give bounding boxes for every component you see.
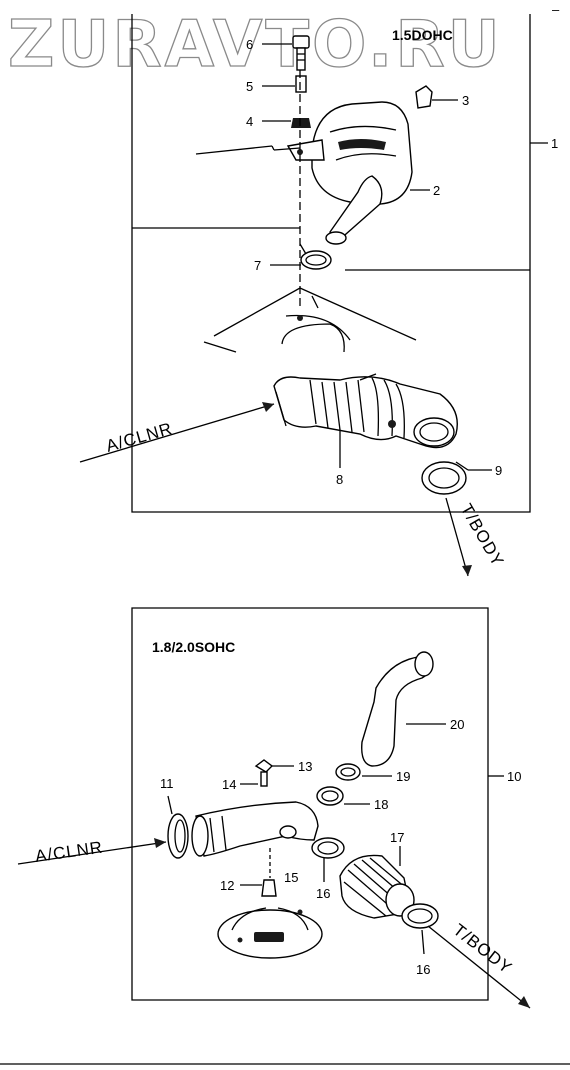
- hose-clamp-icon: [311, 837, 345, 859]
- callout-2: 2: [433, 183, 440, 198]
- callout-13: 13: [298, 759, 312, 774]
- callout-10: 10: [507, 769, 521, 784]
- lower-frame: [131, 607, 489, 1001]
- callout-16-b: 16: [416, 962, 430, 977]
- label-air-cleaner-upper: A/CLNR: [104, 419, 175, 456]
- callout-5: 5: [246, 79, 253, 94]
- callout-15: 15: [284, 870, 298, 885]
- bolt-icon: [261, 848, 277, 897]
- callout-14: 14: [222, 777, 236, 792]
- upper-frame: [131, 14, 531, 513]
- hose-clamp-icon: [316, 786, 344, 806]
- upper-title: 1.5DOHC: [392, 27, 453, 43]
- callout-18: 18: [374, 797, 388, 812]
- clip-icon: [415, 85, 433, 109]
- upper-hose-icon: [361, 651, 434, 767]
- label-throttle-body-upper: T/BODY: [457, 501, 508, 571]
- arrow-throttle-body-upper: [445, 497, 469, 577]
- seal-ring-icon: [167, 813, 189, 859]
- watermark-logo: ZURAVTO.RU: [8, 8, 503, 82]
- callout-19: 19: [396, 769, 410, 784]
- callout-8: 8: [336, 472, 343, 487]
- callout-6: 6: [246, 37, 253, 52]
- arrow-air-cleaner-lower: [17, 841, 167, 865]
- resonator-icon: [286, 101, 413, 245]
- upper-assembly-group: 1.5DOHC 1 6 5 4 3: [79, 14, 558, 577]
- intake-duct-icon: [191, 801, 319, 857]
- lower-title: 1.8/2.0SOHC: [152, 639, 235, 655]
- callout-11: 11: [160, 776, 174, 791]
- bellows-hose-icon: [339, 854, 415, 919]
- air-intake-hose-icon: [273, 373, 458, 449]
- callout-17: 17: [390, 830, 404, 845]
- callout-12: 12: [220, 878, 234, 893]
- upper-divider: [132, 227, 530, 271]
- corner-mark: –: [552, 2, 560, 17]
- label-air-cleaner-lower: A/CLNR: [34, 838, 104, 866]
- base-plate-icon: [217, 907, 323, 959]
- collar-icon: [295, 75, 307, 93]
- grommet-icon: [291, 118, 311, 128]
- callout-16-a: 16: [316, 886, 330, 901]
- hose-clamp-icon: [299, 243, 332, 270]
- arrow-air-cleaner-upper: [79, 403, 275, 463]
- callout-1: 1: [551, 136, 558, 151]
- callout-20: 20: [450, 717, 464, 732]
- arrow-throttle-body-lower: [427, 925, 531, 1009]
- throttle-body-plate-icon: [203, 287, 417, 353]
- callout-4: 4: [246, 114, 253, 129]
- bolt-icon: [292, 35, 310, 71]
- callout-7: 7: [254, 258, 261, 273]
- callout-3: 3: [462, 93, 469, 108]
- callout-9: 9: [495, 463, 502, 478]
- hose-clamp-icon: [401, 903, 439, 929]
- hose-clamp-icon: [421, 461, 469, 495]
- lower-assembly-group: 1.8/2.0SOHC 10 20 19 18 13: [17, 607, 531, 1009]
- wing-bolt-icon: [254, 759, 274, 787]
- hose-clamp-icon: [335, 763, 361, 781]
